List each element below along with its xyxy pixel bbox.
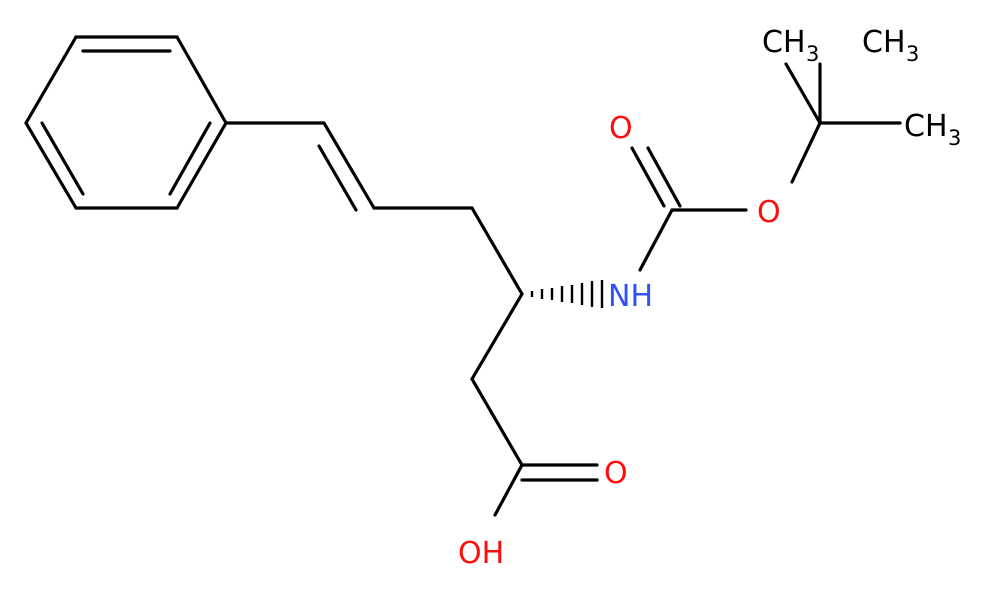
ch3-label-top-left: CH 3 (762, 25, 819, 66)
svg-text:3: 3 (948, 126, 961, 150)
carbon-chain (224, 121, 599, 517)
boc-group (630, 62, 902, 272)
carbonyl-oxygen-boc: O (609, 111, 633, 146)
stereo-hashed-wedge (530, 280, 604, 308)
svg-text:3: 3 (806, 42, 819, 66)
nh-label: NH (608, 279, 653, 314)
ch3-label-top-right: CH 3 (862, 25, 919, 66)
svg-text:3: 3 (906, 42, 919, 66)
acid-carbonyl-oxygen: O (604, 456, 628, 491)
svg-text:CH: CH (862, 25, 906, 60)
phenyl-ring (24, 35, 228, 210)
svg-text:CH: CH (904, 109, 948, 144)
ester-oxygen: O (757, 195, 781, 230)
svg-text:CH: CH (762, 25, 806, 60)
ch3-label-right: CH 3 (904, 109, 961, 150)
acid-hydroxyl: OH (458, 536, 504, 571)
